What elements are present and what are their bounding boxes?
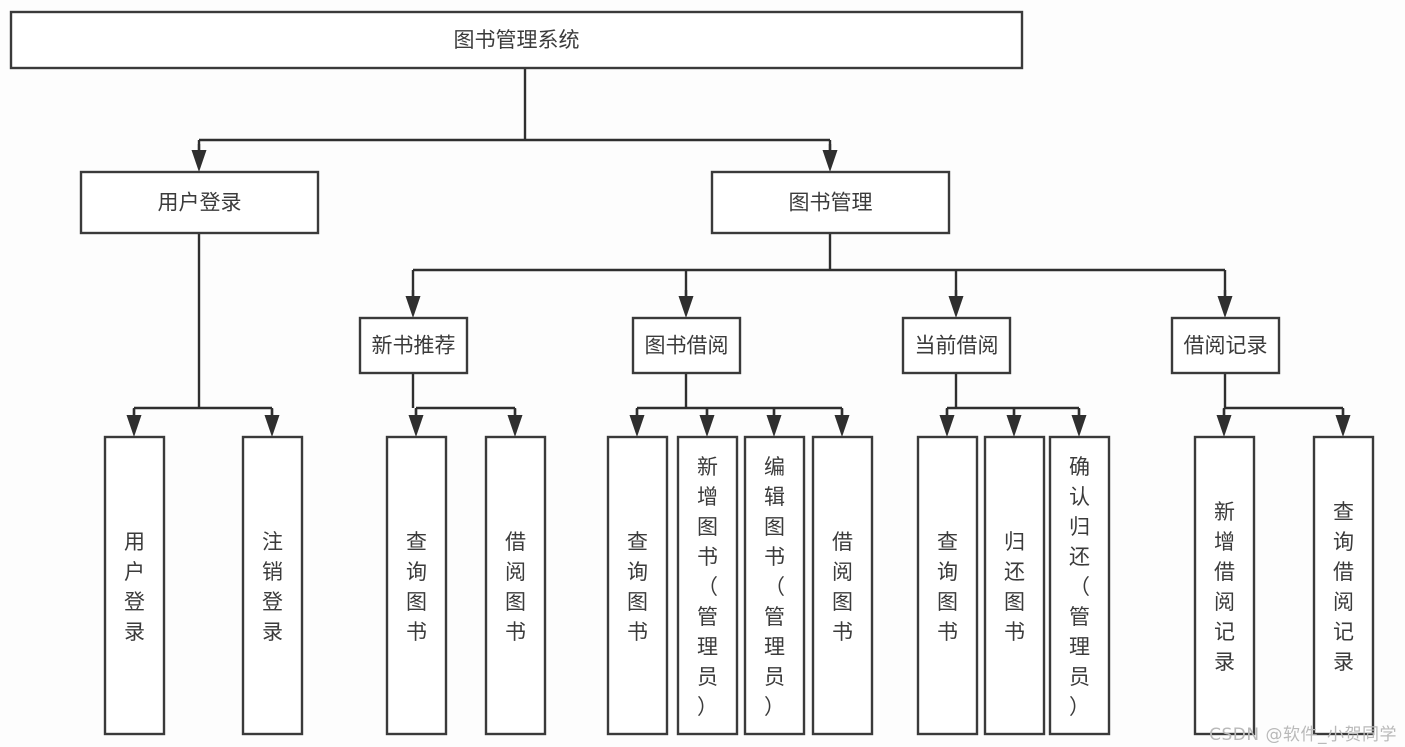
arrow-head-icon (939, 415, 955, 437)
node-book-borrow-rect[interactable] (631, 316, 742, 375)
node-borrow-record-label: 借阅记录 (1184, 334, 1268, 358)
node-user-login[interactable]: 用户登录 (79, 170, 320, 235)
node-user-login-label: 用户登录 (158, 191, 242, 215)
node-book-manage-rect[interactable] (710, 170, 951, 235)
node-leaf-query-book-1[interactable]: 查询图书 (385, 435, 448, 736)
node-leaf-edit-book-rect[interactable] (743, 435, 806, 736)
arrow-head-icon (405, 296, 421, 318)
arrow-head-icon (766, 415, 782, 437)
node-leaf-return-book-label: 归还图书 (1004, 530, 1025, 644)
node-leaf-borrow-book-1-rect[interactable] (484, 435, 547, 736)
node-leaf-query-book-2[interactable]: 查询图书 (606, 435, 669, 736)
node-current-borrow[interactable]: 当前借阅 (901, 316, 1012, 375)
node-leaf-user-login-rect[interactable] (103, 435, 166, 736)
arrow-head-icon (1217, 296, 1233, 318)
node-new-book-recommend[interactable]: 新书推荐 (358, 316, 469, 375)
arrow-head-icon (629, 415, 645, 437)
node-leaf-logout-rect[interactable] (241, 435, 304, 736)
node-leaf-edit-book-label: 编辑图书（管理员） (764, 455, 785, 719)
arrow-head-icon (1006, 415, 1022, 437)
node-current-borrow-label: 当前借阅 (915, 334, 999, 358)
node-leaf-user-login-label: 用户登录 (124, 530, 145, 644)
arrow-head-icon (678, 296, 694, 318)
node-book-borrow-label: 图书借阅 (645, 334, 729, 358)
node-leaf-add-record-label: 新增借阅记录 (1214, 500, 1235, 674)
node-leaf-user-login[interactable]: 用户登录 (103, 435, 166, 736)
node-new-book-recommend-rect[interactable] (358, 316, 469, 375)
node-leaf-confirm-return-label: 确认归还（管理员） (1069, 455, 1090, 719)
node-book-manage[interactable]: 图书管理 (710, 170, 951, 235)
arrow-head-icon (507, 415, 523, 437)
arrow-head-icon (1335, 415, 1351, 437)
node-leaf-query-record[interactable]: 查询借阅记录 (1312, 435, 1375, 736)
connector-layer (126, 68, 1351, 437)
node-leaf-confirm-return[interactable]: 确认归还（管理员） (1048, 435, 1111, 736)
node-leaf-query-book-2-label: 查询图书 (627, 530, 648, 644)
node-leaf-borrow-book-2[interactable]: 借阅图书 (811, 435, 874, 736)
node-leaf-add-record-rect[interactable] (1193, 435, 1256, 736)
node-root-title-rect[interactable] (9, 10, 1024, 70)
arrow-head-icon (1216, 415, 1232, 437)
arrow-head-icon (699, 415, 715, 437)
node-leaf-edit-book[interactable]: 编辑图书（管理员） (743, 435, 806, 736)
node-leaf-borrow-book-2-rect[interactable] (811, 435, 874, 736)
arrow-head-icon (191, 150, 207, 172)
node-root-title[interactable]: 图书管理系统 (9, 10, 1024, 70)
node-leaf-query-book-2-rect[interactable] (606, 435, 669, 736)
node-user-login-rect[interactable] (79, 170, 320, 235)
arrow-head-icon (822, 150, 838, 172)
arrow-head-icon (264, 415, 280, 437)
arrow-head-icon (1071, 415, 1087, 437)
node-book-borrow[interactable]: 图书借阅 (631, 316, 742, 375)
node-leaf-add-book-rect[interactable] (676, 435, 739, 736)
node-leaf-add-record[interactable]: 新增借阅记录 (1193, 435, 1256, 736)
node-leaf-query-book-1-label: 查询图书 (406, 530, 427, 644)
node-leaf-confirm-return-rect[interactable] (1048, 435, 1111, 736)
node-leaf-add-book[interactable]: 新增图书（管理员） (676, 435, 739, 736)
node-leaf-borrow-book-2-label: 借阅图书 (832, 530, 853, 644)
node-root-title-label: 图书管理系统 (454, 28, 580, 52)
arrow-head-icon (834, 415, 850, 437)
arrow-head-icon (948, 296, 964, 318)
node-new-book-recommend-label: 新书推荐 (372, 334, 456, 358)
node-borrow-record[interactable]: 借阅记录 (1170, 316, 1281, 375)
node-leaf-return-book-rect[interactable] (983, 435, 1046, 736)
node-book-manage-label: 图书管理 (789, 191, 873, 215)
node-leaf-borrow-book-1[interactable]: 借阅图书 (484, 435, 547, 736)
node-leaf-query-book-3-label: 查询图书 (937, 530, 958, 644)
node-leaf-query-book-1-rect[interactable] (385, 435, 448, 736)
node-leaf-return-book[interactable]: 归还图书 (983, 435, 1046, 736)
node-borrow-record-rect[interactable] (1170, 316, 1281, 375)
node-leaf-add-book-label: 新增图书（管理员） (697, 455, 718, 719)
node-leaf-query-book-3[interactable]: 查询图书 (916, 435, 979, 736)
node-leaf-query-record-label: 查询借阅记录 (1333, 500, 1354, 674)
node-leaf-borrow-book-1-label: 借阅图书 (505, 530, 526, 644)
node-leaf-query-book-3-rect[interactable] (916, 435, 979, 736)
node-leaf-logout-label: 注销登录 (262, 530, 283, 644)
arrow-head-icon (408, 415, 424, 437)
node-layer: 图书管理系统用户登录图书管理新书推荐图书借阅当前借阅借阅记录用户登录注销登录查询… (9, 10, 1375, 736)
node-leaf-logout[interactable]: 注销登录 (241, 435, 304, 736)
node-leaf-query-record-rect[interactable] (1312, 435, 1375, 736)
arrow-head-icon (126, 415, 142, 437)
node-current-borrow-rect[interactable] (901, 316, 1012, 375)
